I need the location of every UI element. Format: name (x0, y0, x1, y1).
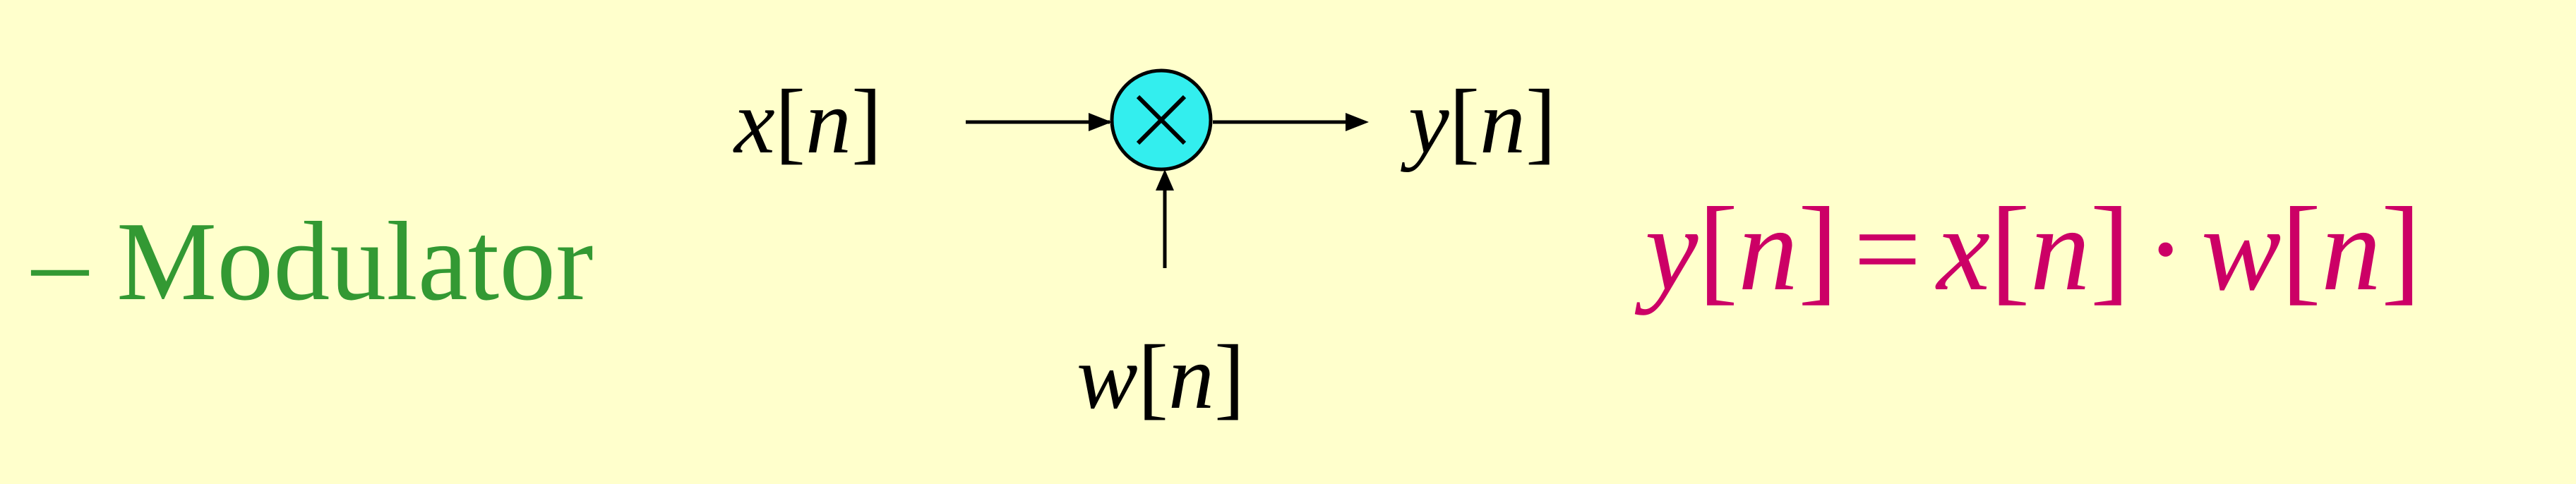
multiply-circle-icon (1110, 68, 1213, 171)
bullet-item-modulator: –Modulator (32, 205, 593, 317)
modulator-equation: y[n]=x[n]·w[n] (1645, 183, 2421, 315)
output-arrowhead (1346, 113, 1369, 131)
input-signal-label: x[n] (734, 71, 882, 173)
output-signal-label: y[n] (1408, 71, 1557, 173)
bullet-dash: – (32, 198, 88, 324)
modulating-signal-label: w[n] (1077, 327, 1245, 428)
bullet-label: Modulator (116, 198, 594, 324)
modulating-arrowhead (1156, 169, 1174, 190)
input-arrowhead (1089, 113, 1112, 131)
